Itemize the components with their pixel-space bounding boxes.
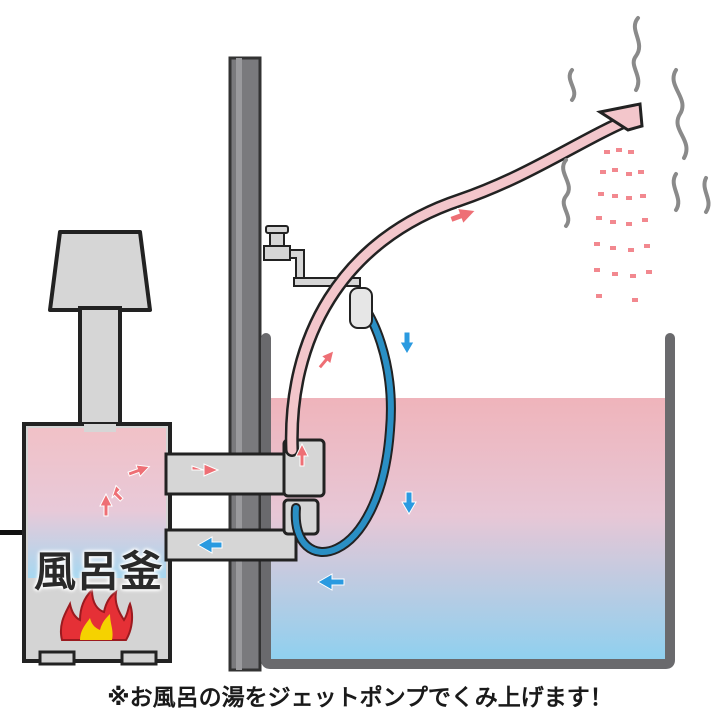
power-cable [0, 530, 26, 535]
diagram-caption: ※お風呂の湯をジェットポンプでくみ上げます！ [107, 685, 613, 711]
chimney [48, 230, 152, 428]
steam-icon [561, 16, 711, 228]
bathtub [261, 333, 675, 669]
boiler-label: 風呂釜 [34, 547, 164, 596]
flame-icon [60, 587, 134, 641]
house-wall [228, 56, 262, 672]
water-spray [594, 148, 652, 302]
blue-hose [290, 287, 396, 557]
shower-pipe [284, 102, 644, 457]
hot-flow-arrows [99, 207, 477, 517]
cold-flow-arrows [196, 331, 417, 591]
faucet-icon [263, 225, 361, 287]
